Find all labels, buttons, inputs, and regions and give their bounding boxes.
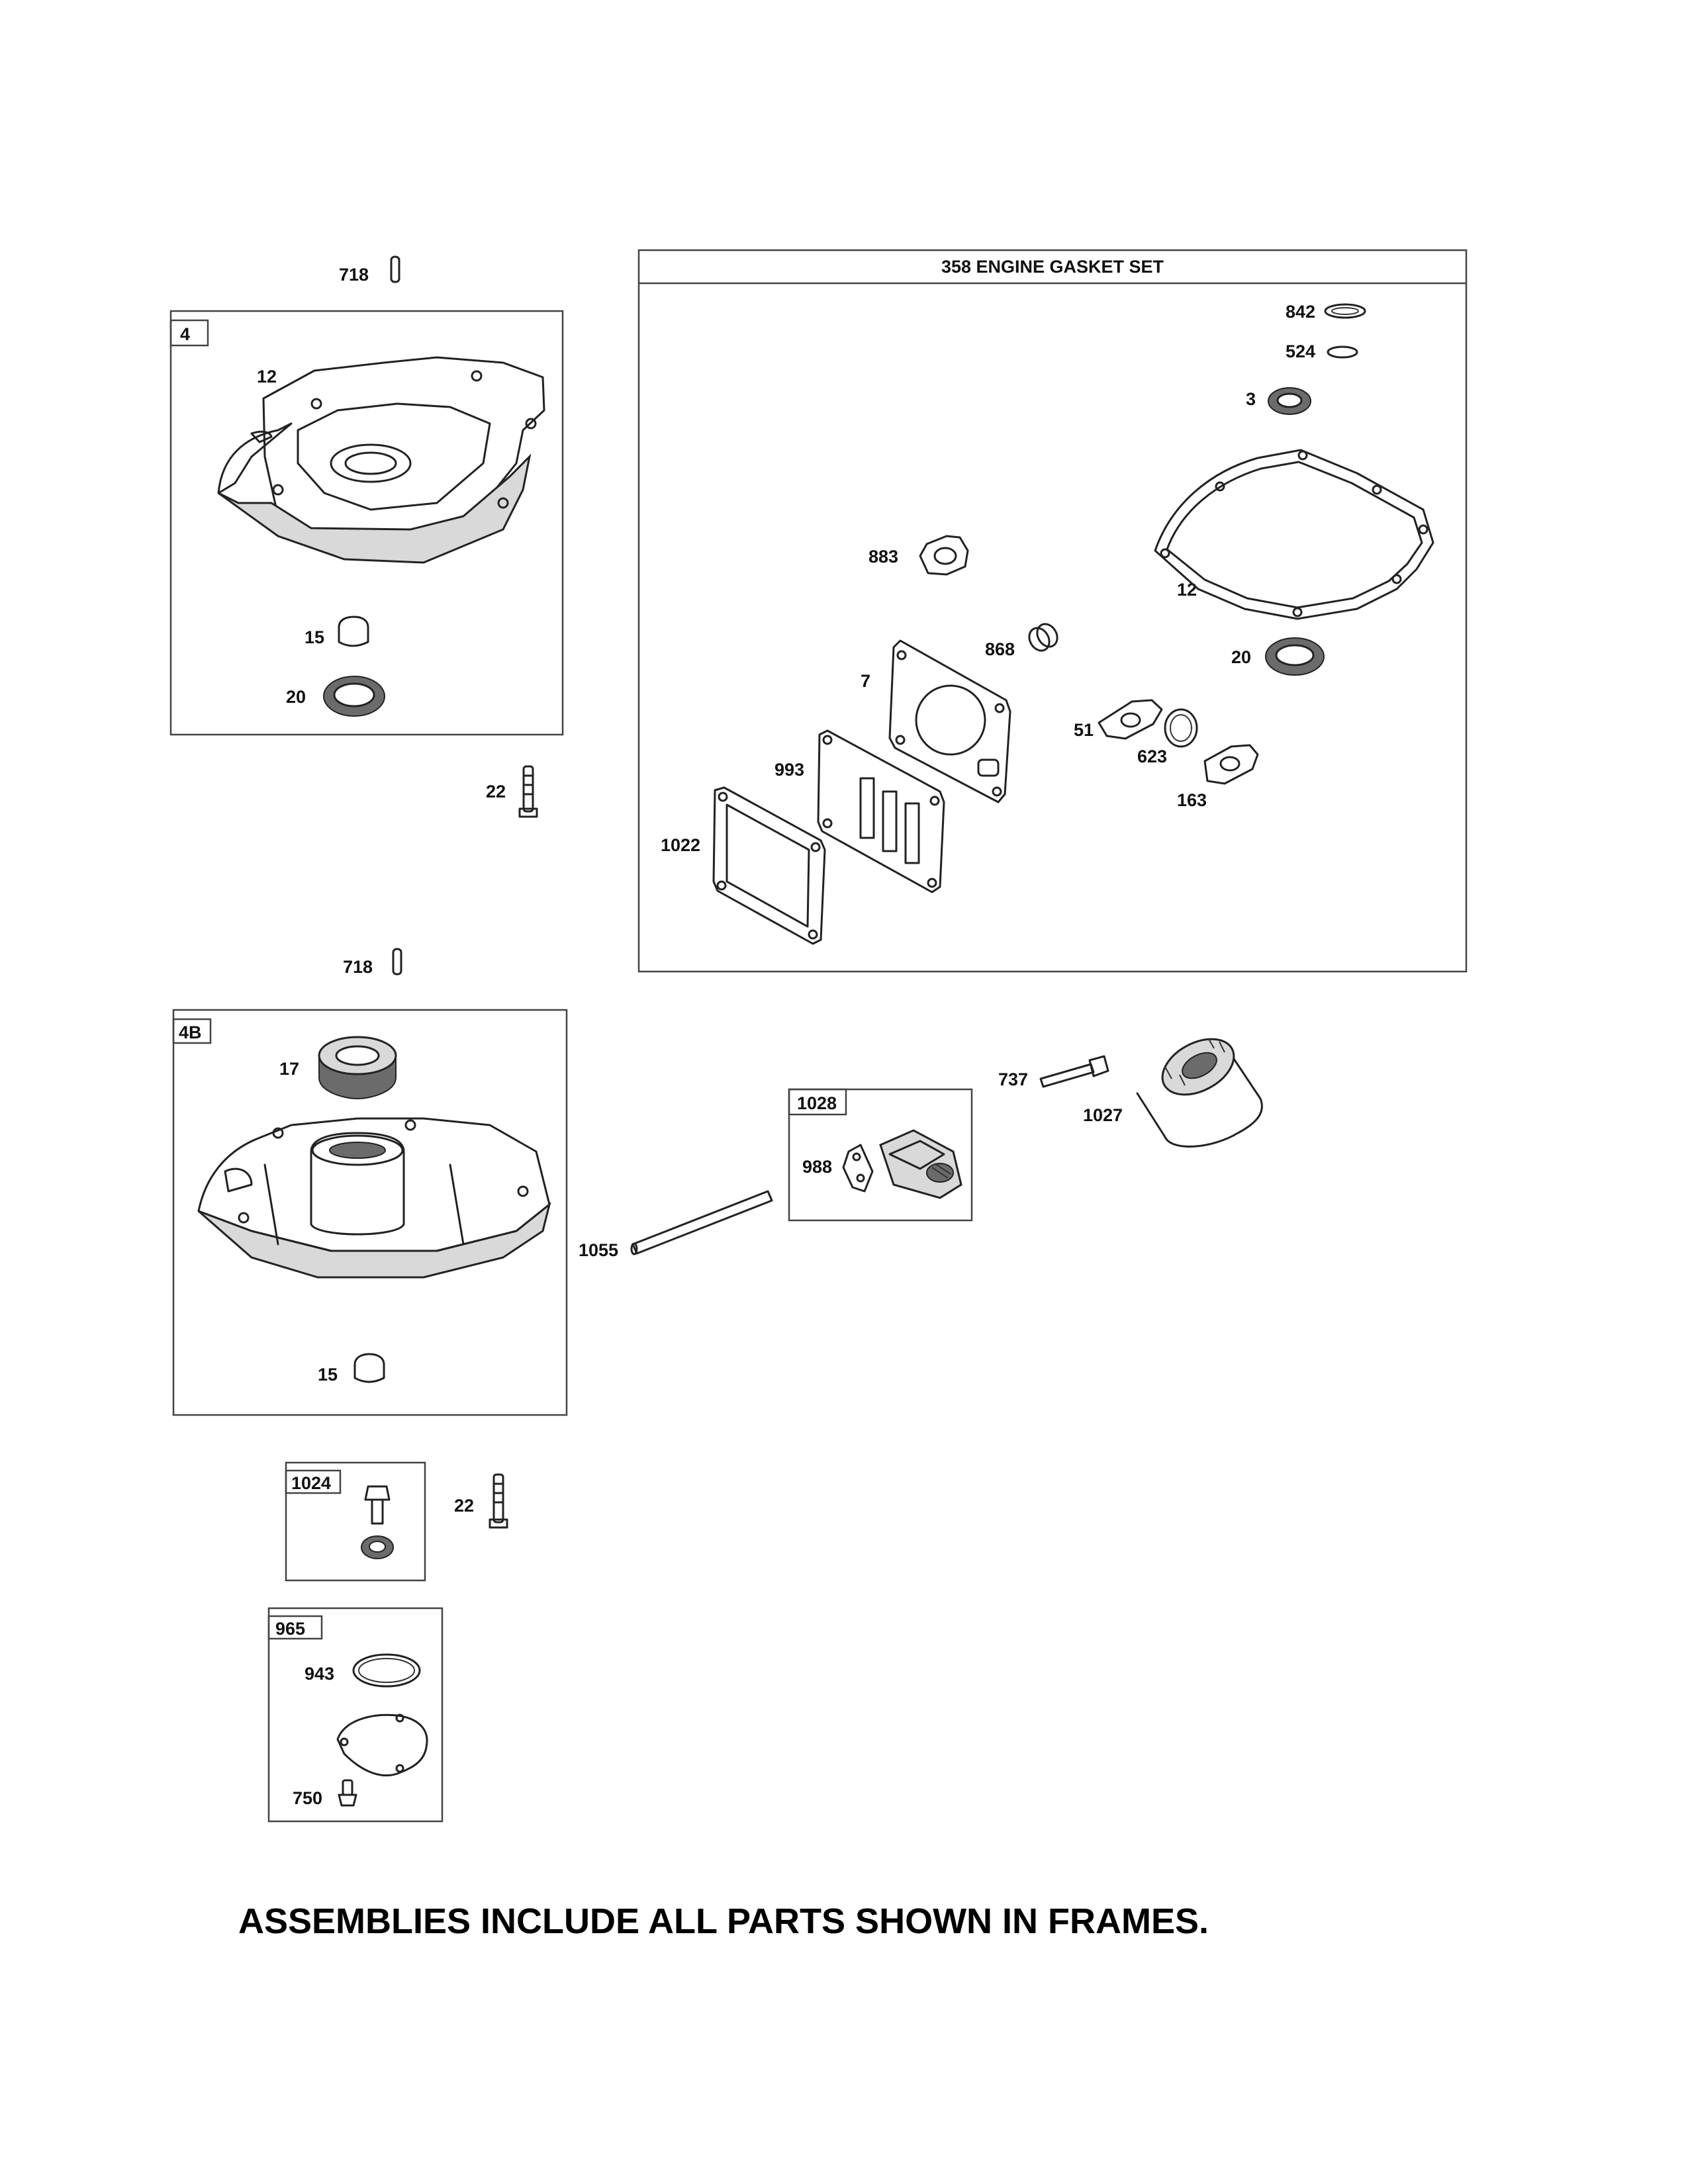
callout-7: 7 bbox=[861, 671, 870, 691]
callout-623: 623 bbox=[1137, 747, 1167, 766]
frame-4-sump-assembly: 4 bbox=[169, 310, 564, 736]
frame-965-label: 965 bbox=[275, 1619, 305, 1639]
frame-1024-label: 1024 bbox=[291, 1473, 331, 1493]
callout-718-top: 718 bbox=[339, 265, 369, 285]
crankcase-gasket-12: 12 bbox=[1154, 449, 1434, 620]
tube-1055: 1055 bbox=[579, 1190, 773, 1260]
dowel-pin-718-top: 718 bbox=[339, 255, 400, 285]
gasket-988: 988 bbox=[802, 1144, 874, 1193]
frame-4b-sump-assembly: 4B bbox=[172, 1009, 568, 1416]
gasket-883: 883 bbox=[868, 535, 969, 576]
callout-993: 993 bbox=[774, 760, 804, 780]
callout-20-gasket: 20 bbox=[1231, 647, 1251, 667]
frame-4-tab bbox=[169, 319, 209, 347]
callout-20-top: 20 bbox=[286, 687, 306, 707]
bolt-22-top: 22 bbox=[486, 765, 538, 818]
bearing-17: 17 bbox=[279, 1036, 397, 1100]
frame-1028-kit: 1028 bbox=[788, 1088, 973, 1222]
callout-22-top: 22 bbox=[486, 782, 506, 801]
frame-1028-label: 1028 bbox=[797, 1093, 837, 1113]
callout-718-mid: 718 bbox=[343, 957, 373, 977]
frame-4b-label: 4B bbox=[179, 1023, 202, 1042]
frame-4-label: 4 bbox=[180, 324, 190, 344]
frame-4-border bbox=[169, 310, 564, 736]
sump-housing-4b bbox=[197, 1117, 551, 1279]
callout-51: 51 bbox=[1074, 720, 1094, 740]
frame-358-title: 358 ENGINE GASKET SET bbox=[941, 257, 1164, 277]
cap-15-bottom: 15 bbox=[318, 1353, 385, 1385]
callout-737: 737 bbox=[998, 1069, 1028, 1089]
screw-750: 750 bbox=[293, 1779, 357, 1808]
seal-524: 524 bbox=[1286, 341, 1358, 361]
callout-17: 17 bbox=[279, 1059, 299, 1079]
screw-head bbox=[364, 1485, 391, 1501]
frame-1024-border bbox=[285, 1461, 426, 1582]
callout-1055: 1055 bbox=[579, 1240, 618, 1260]
callout-22-bottom: 22 bbox=[454, 1496, 474, 1516]
gasket-51: 51 bbox=[1074, 699, 1163, 740]
callout-1022: 1022 bbox=[661, 835, 700, 855]
frame-1024-tab bbox=[285, 1469, 342, 1494]
bolt-737: 737 bbox=[998, 1055, 1109, 1089]
callout-12-sump: 12 bbox=[257, 367, 277, 387]
callout-1027: 1027 bbox=[1083, 1105, 1123, 1125]
breather-assembly-1028 bbox=[879, 1129, 962, 1199]
callout-3: 3 bbox=[1246, 389, 1256, 409]
gasket-1022: 1022 bbox=[661, 786, 826, 945]
frame-4b-tab bbox=[172, 1018, 212, 1044]
callout-750: 750 bbox=[293, 1788, 322, 1808]
cap-15-top: 15 bbox=[305, 615, 369, 647]
frame-1028-tab bbox=[788, 1088, 847, 1116]
o-ring-943: 943 bbox=[305, 1653, 421, 1688]
gasket-993: 993 bbox=[774, 729, 945, 893]
assembly-frames-note: ASSEMBLIES INCLUDE ALL PARTS SHOWN IN FR… bbox=[238, 1901, 1209, 1941]
callout-15-bottom: 15 bbox=[318, 1365, 338, 1385]
callout-163: 163 bbox=[1177, 790, 1207, 810]
dowel-pin-718-mid: 718 bbox=[343, 948, 402, 977]
frame-965-border bbox=[267, 1607, 444, 1823]
callout-943: 943 bbox=[305, 1664, 334, 1684]
cover-plate bbox=[336, 1713, 428, 1777]
o-ring-623: 623 bbox=[1137, 708, 1198, 766]
callout-15-top: 15 bbox=[305, 627, 324, 647]
gasket-163: 163 bbox=[1177, 744, 1259, 810]
screw-shank bbox=[371, 1498, 384, 1525]
oil-seal-20-top: 20 bbox=[286, 676, 385, 717]
oil-seal-20-gasket-set: 20 bbox=[1231, 637, 1325, 676]
frame-1024-kit: 1024 bbox=[285, 1461, 426, 1582]
o-ring-842: 842 bbox=[1286, 302, 1366, 322]
callout-868: 868 bbox=[985, 639, 1015, 659]
frame-4b-border bbox=[172, 1009, 568, 1416]
head-gasket-7: 7 bbox=[861, 639, 1011, 803]
frame-358-border bbox=[637, 249, 1468, 973]
callout-524: 524 bbox=[1286, 341, 1315, 361]
seal-868: 868 bbox=[985, 623, 1058, 659]
oil-filter-1027: 1027 bbox=[1083, 1038, 1263, 1148]
callout-988: 988 bbox=[802, 1157, 832, 1177]
frame-358-engine-gasket-set: 358 ENGINE GASKET SET bbox=[637, 249, 1468, 973]
sump-housing-12: 12 bbox=[217, 356, 545, 564]
bolt-22-bottom: 22 bbox=[454, 1473, 508, 1529]
callout-842: 842 bbox=[1286, 302, 1315, 322]
frame-965-tab bbox=[267, 1615, 323, 1640]
frame-1028-border bbox=[788, 1088, 973, 1222]
seal-3: 3 bbox=[1246, 387, 1311, 415]
callout-12-gasket: 12 bbox=[1177, 580, 1197, 600]
callout-883: 883 bbox=[868, 547, 898, 567]
frame-965-kit: 965 bbox=[267, 1607, 444, 1823]
